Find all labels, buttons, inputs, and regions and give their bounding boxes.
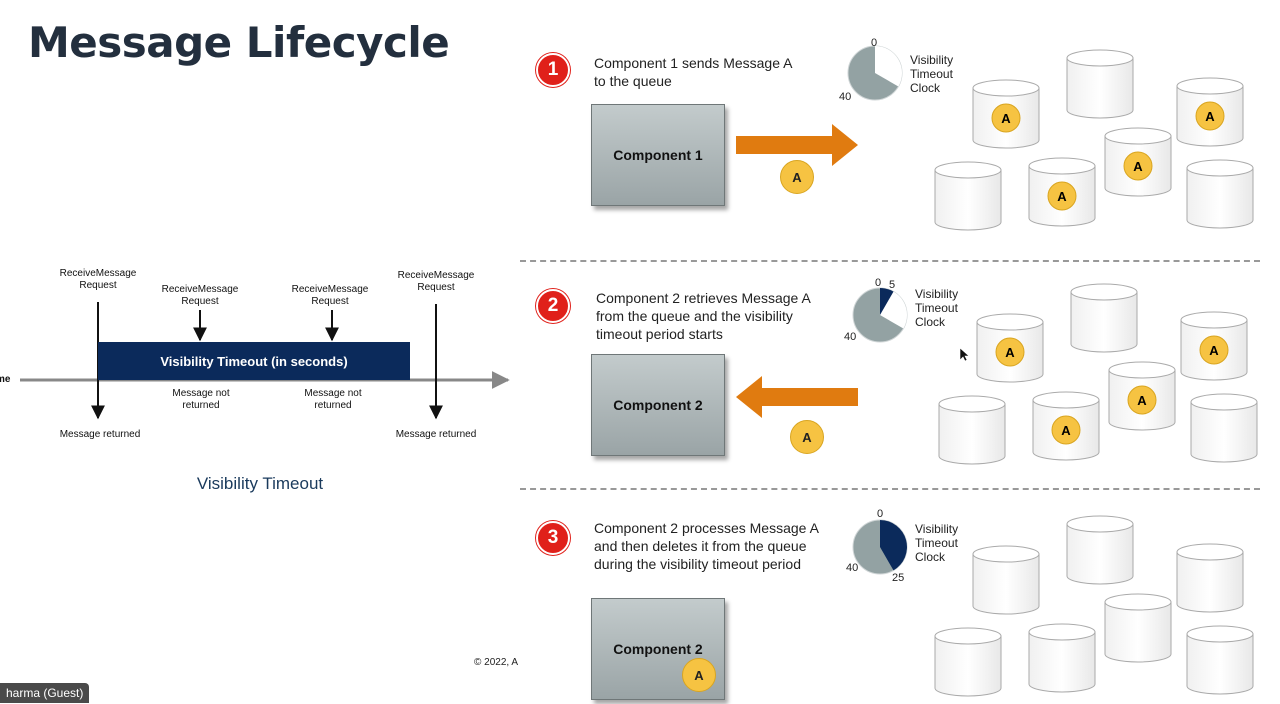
visibility-timeout-bar: Visibility Timeout (in seconds)	[98, 342, 410, 380]
queue-server-cylinder: A	[1180, 311, 1248, 381]
clock-number: 25	[892, 572, 905, 584]
queue-message-token	[1195, 101, 1225, 131]
page-title: Message Lifecycle	[28, 18, 450, 67]
visibility-clock-icon	[852, 519, 908, 575]
queue-server-cylinder	[934, 161, 1002, 231]
queue-message-label: A	[1205, 109, 1215, 124]
step-text-2: Component 2 retrieves Message A from the…	[596, 290, 811, 342]
queue-message-token	[1127, 385, 1157, 415]
clock-number: 40	[846, 562, 859, 574]
queue-servers-diagram: A A A A A A A A	[934, 49, 1258, 697]
queue-server-cylinder	[1176, 543, 1244, 613]
queue-server-cylinder	[934, 627, 1002, 697]
queue-server-cylinder	[1028, 623, 1096, 693]
copyright-text: © 2022, A	[474, 657, 519, 668]
component-box: Component 2	[591, 354, 725, 456]
queue-message-label: A	[1137, 393, 1147, 408]
visibility-timeline-diagram	[20, 302, 510, 420]
message-token: A	[790, 420, 824, 454]
visibility-clock-icon	[852, 287, 908, 343]
queue-server-cylinder: A	[1176, 77, 1244, 147]
queue-message-label: A	[1133, 159, 1143, 174]
queue-message-label: A	[1005, 345, 1015, 360]
queue-server-cylinder: A	[972, 79, 1040, 149]
queue-message-token	[1047, 181, 1077, 211]
step-divider	[520, 488, 1260, 490]
queue-server-cylinder	[1066, 515, 1134, 585]
result-label-3: Message not returned	[304, 388, 362, 411]
queue-server-cylinder	[1066, 49, 1134, 119]
component-box: Component 1	[591, 104, 725, 206]
request-label-4: ReceiveMessage Request	[397, 270, 475, 293]
queue-server-cylinder	[1070, 283, 1138, 353]
retrieve-arrow-icon	[736, 376, 858, 418]
queue-server-cylinder	[1186, 625, 1254, 695]
step-badge-2: 2	[536, 289, 570, 323]
clock-number: 40	[839, 91, 852, 103]
clock-number: 5	[889, 279, 896, 291]
participant-name-tag: harma (Guest)	[0, 683, 90, 703]
queue-message-label: A	[1061, 423, 1071, 438]
queue-message-label: A	[1209, 343, 1219, 358]
result-label-2: Message not returned	[172, 388, 230, 411]
visibility-clock-icon	[847, 45, 903, 101]
queue-server-cylinder: A	[1028, 157, 1096, 227]
clock-number: 0	[871, 37, 878, 49]
queue-server-cylinder	[1104, 593, 1172, 663]
queue-server-cylinder	[1186, 159, 1254, 229]
time-axis-label: me	[0, 374, 11, 385]
result-label-1: Message returned	[59, 429, 141, 440]
queue-message-label: A	[1057, 189, 1067, 204]
result-label-4: Message returned	[395, 429, 477, 440]
queue-server-cylinder	[1190, 393, 1258, 463]
clock-label: Visibility Timeout Clock	[915, 522, 959, 564]
message-token: A	[780, 160, 814, 194]
queue-server-cylinder: A	[1108, 361, 1176, 431]
step-text-1: Component 1 sends Message A to the queue	[594, 55, 792, 89]
queue-message-token	[991, 103, 1021, 133]
queue-server-cylinder: A	[1104, 127, 1172, 197]
clock-number: 40	[844, 331, 857, 343]
clock-label: Visibility Timeout Clock	[910, 53, 954, 95]
queue-message-token	[995, 337, 1025, 367]
step-text-3: Component 2 processes Message A and then…	[594, 520, 819, 572]
step-badge-1: 1	[536, 53, 570, 87]
queue-server-cylinder	[938, 395, 1006, 465]
step-badge-3: 3	[536, 521, 570, 555]
mouse-cursor-icon	[960, 348, 970, 362]
send-arrow-icon	[736, 124, 858, 166]
queue-server-cylinder: A	[976, 313, 1044, 383]
request-label-1: ReceiveMessage Request	[59, 268, 137, 291]
queue-message-token	[1123, 151, 1153, 181]
queue-message-token	[1051, 415, 1081, 445]
queue-server-cylinder	[972, 545, 1040, 615]
request-label-3: ReceiveMessage Request	[291, 284, 369, 307]
message-token: A	[682, 658, 716, 692]
queue-message-label: A	[1001, 111, 1011, 126]
request-label-2: ReceiveMessage Request	[161, 284, 239, 307]
clock-number: 0	[877, 508, 884, 520]
queue-message-token	[1199, 335, 1229, 365]
visibility-timeout-caption: Visibility Timeout	[196, 474, 324, 493]
step-divider	[520, 260, 1260, 262]
clock-label: Visibility Timeout Clock	[915, 287, 959, 329]
clock-number: 0	[875, 277, 882, 289]
queue-server-cylinder: A	[1032, 391, 1100, 461]
